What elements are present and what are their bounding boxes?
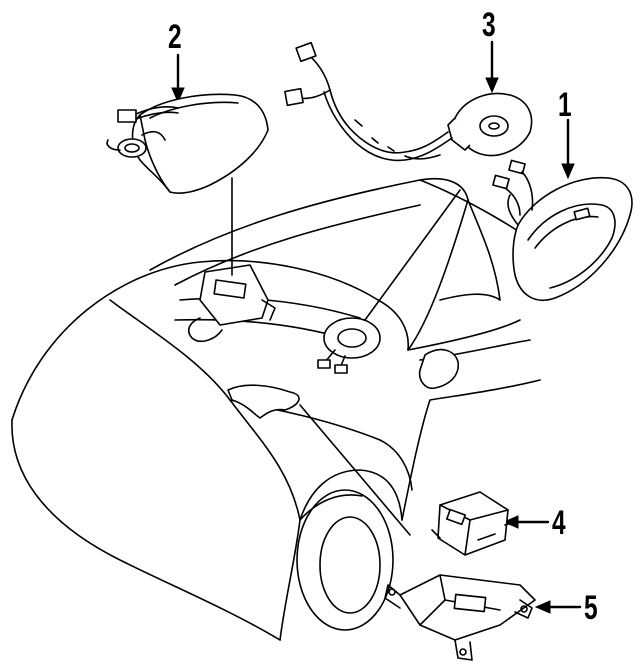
passenger-airbag-mount <box>188 264 276 342</box>
part-5-bracket <box>384 574 536 661</box>
callout-5: 5 <box>584 589 598 627</box>
leader-lines <box>171 40 582 614</box>
part-2-passenger-airbag <box>106 93 269 194</box>
callout-3: 3 <box>482 6 496 44</box>
callout-1: 1 <box>558 86 572 124</box>
floor-sensor-bracket <box>227 384 300 419</box>
car-body <box>11 178 561 641</box>
steering-column-spiral <box>317 317 381 374</box>
callout-2: 2 <box>168 18 182 56</box>
part-1-driver-airbag <box>492 159 633 301</box>
part-4-sensor-unit <box>431 491 516 556</box>
part-3-spiral-cable <box>284 41 533 162</box>
callout-4: 4 <box>552 504 566 542</box>
